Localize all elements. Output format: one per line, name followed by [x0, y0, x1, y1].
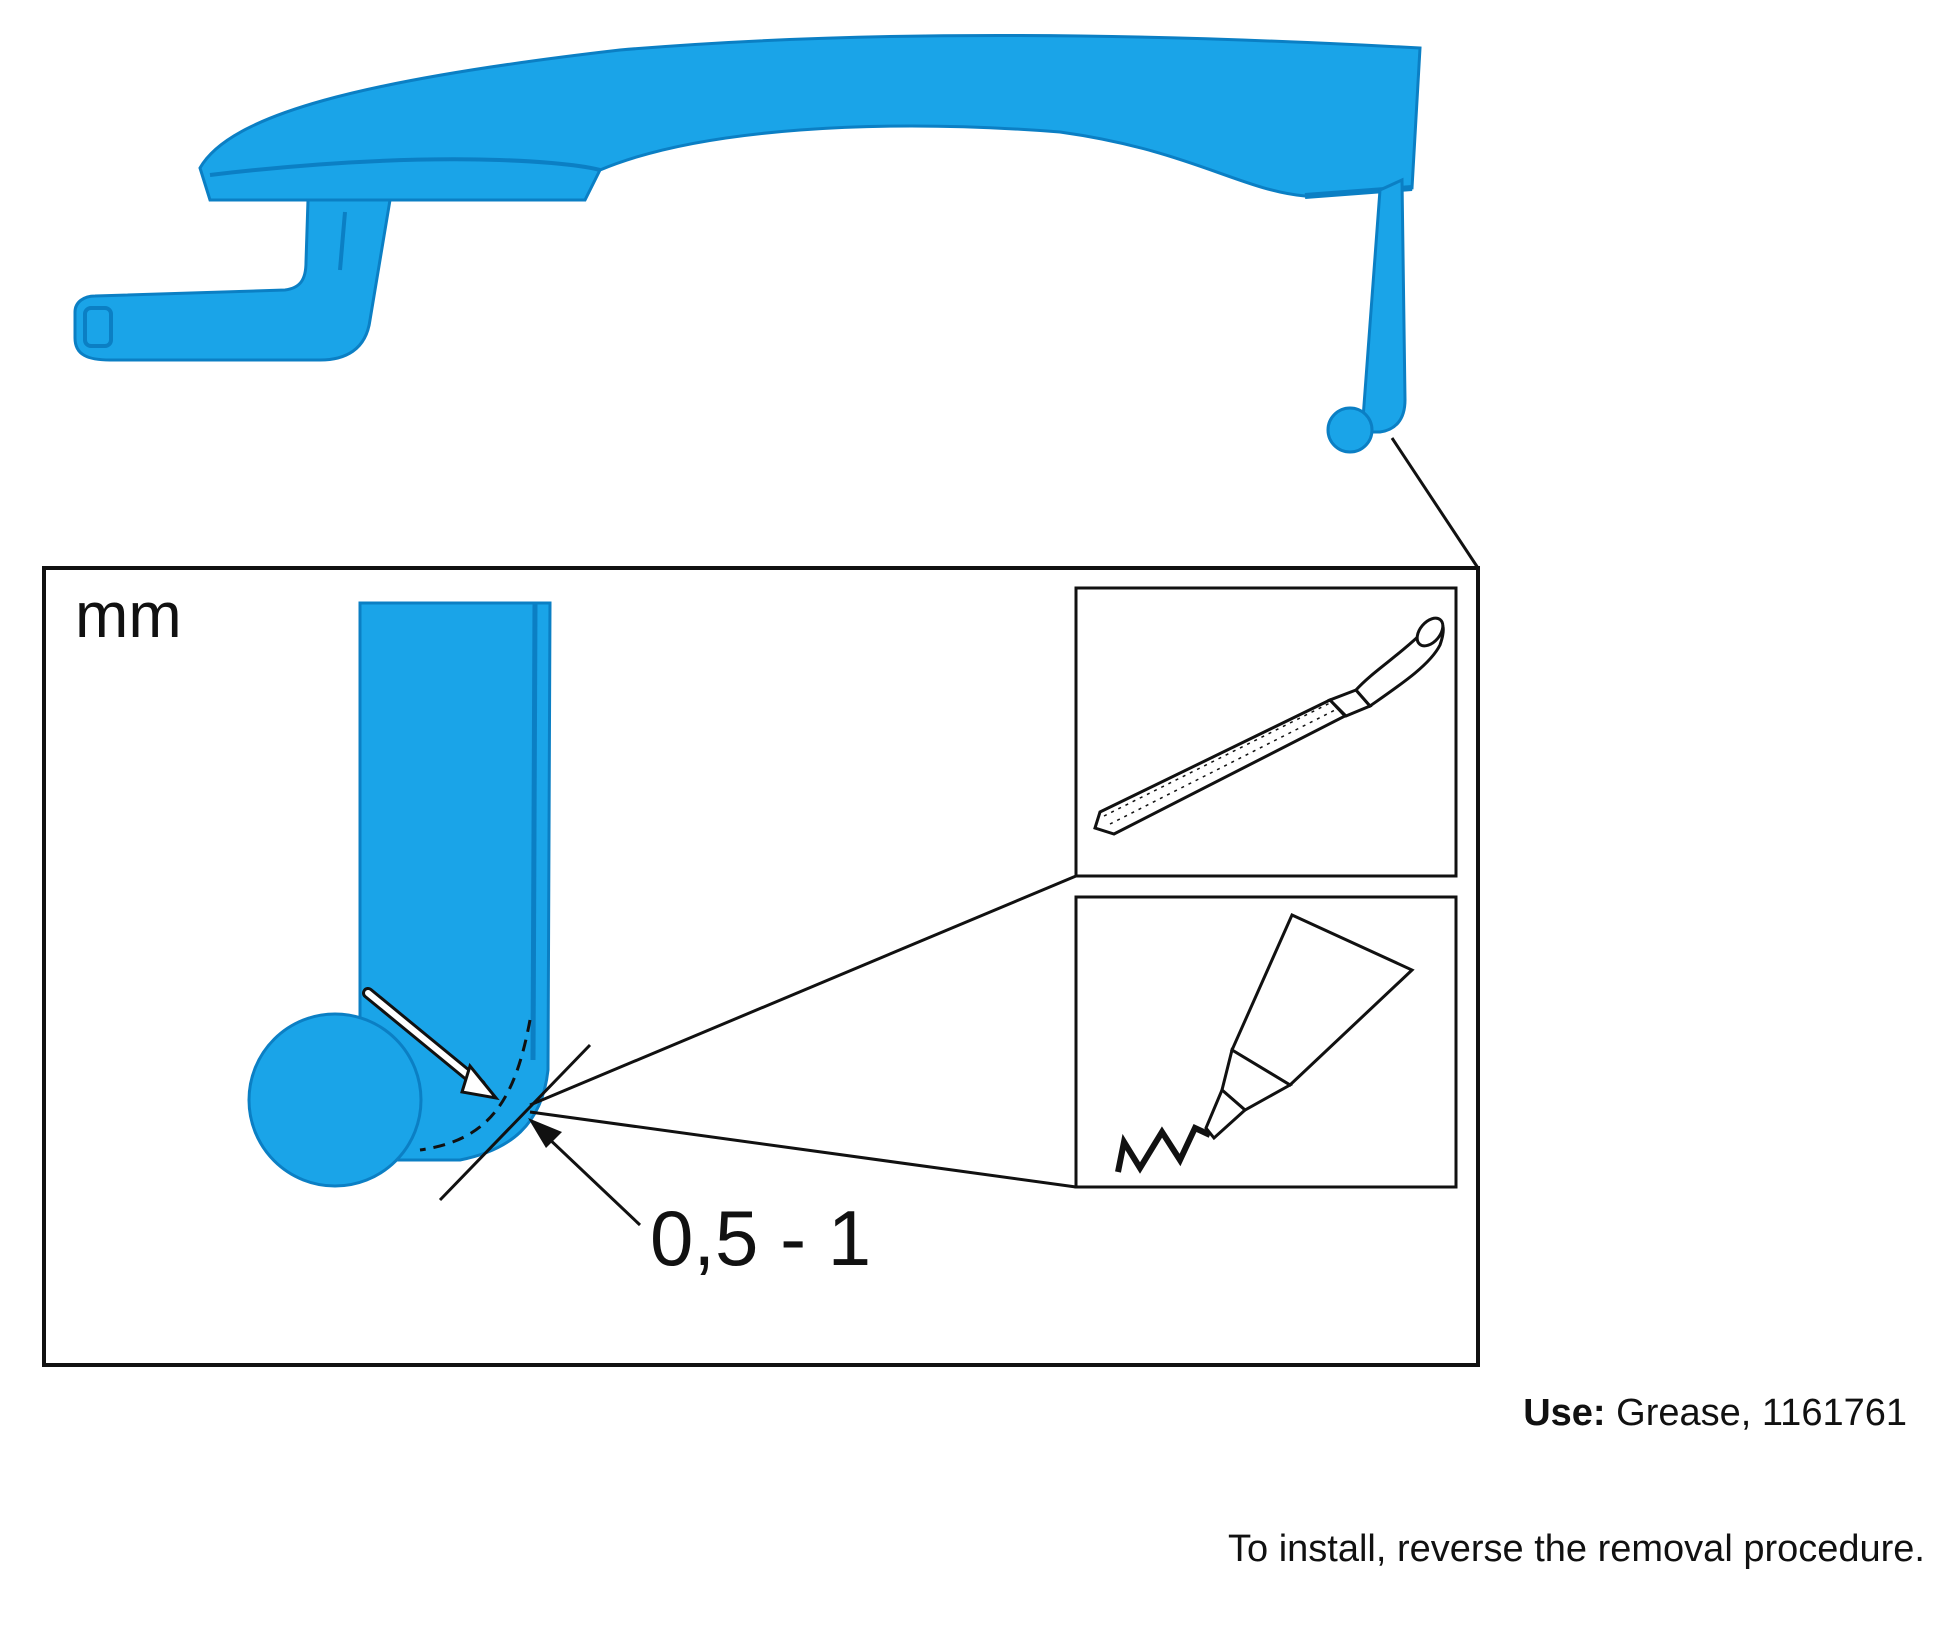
grease-tube-icon: [1074, 895, 1458, 1189]
leg-detail: [247, 601, 642, 1227]
file-tool-icon: [1074, 586, 1458, 878]
use-note: Use: Grease, 1161761: [1523, 1392, 1907, 1435]
use-value: Grease, 1161761: [1616, 1392, 1907, 1434]
dimension-label: 0,5 - 1: [650, 1194, 871, 1282]
door-handle-icon: [73, 33, 1480, 569]
unit-label: mm: [75, 579, 182, 651]
install-note: To install, reverse the removal procedur…: [1228, 1528, 1925, 1570]
use-label: Use:: [1523, 1392, 1606, 1434]
